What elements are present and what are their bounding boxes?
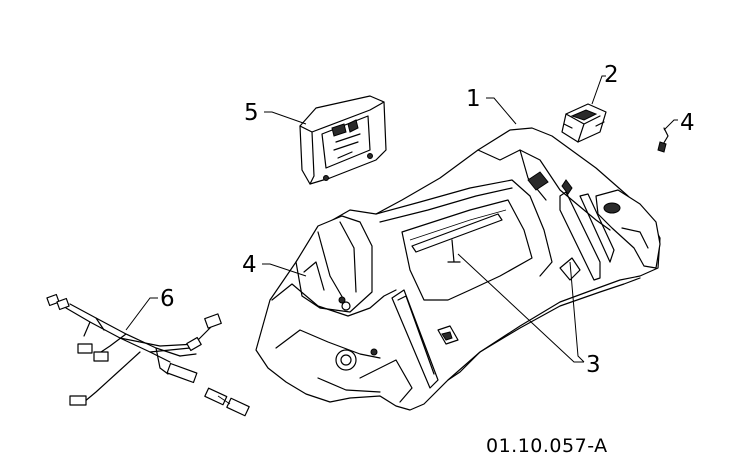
callout-6: 6 (160, 286, 175, 312)
callout-4-left: 4 (242, 252, 257, 278)
callout-1: 1 (466, 86, 481, 112)
leader-3a (457, 253, 584, 363)
callout-2: 2 (604, 62, 619, 88)
part-display-bracket (299, 95, 387, 185)
leader-4-right (663, 119, 678, 131)
callout-5: 5 (244, 100, 259, 126)
leader-6 (125, 297, 158, 331)
leader-3b (569, 261, 585, 363)
leader-1 (486, 97, 517, 125)
callout-labels: 1 2 4 5 4 6 3 (160, 62, 695, 378)
part-screw-right (657, 127, 669, 153)
leader-lines (125, 75, 678, 363)
part-switch (561, 103, 607, 143)
drawing-code: 01.10.057-A (486, 435, 608, 457)
part-housing (255, 127, 661, 411)
part-wiring-harness (46, 293, 250, 417)
leader-5 (264, 111, 307, 125)
leader-4-left (262, 263, 307, 277)
callout-3: 3 (586, 352, 601, 378)
callout-4-right: 4 (680, 110, 695, 136)
leader-2 (591, 75, 606, 105)
